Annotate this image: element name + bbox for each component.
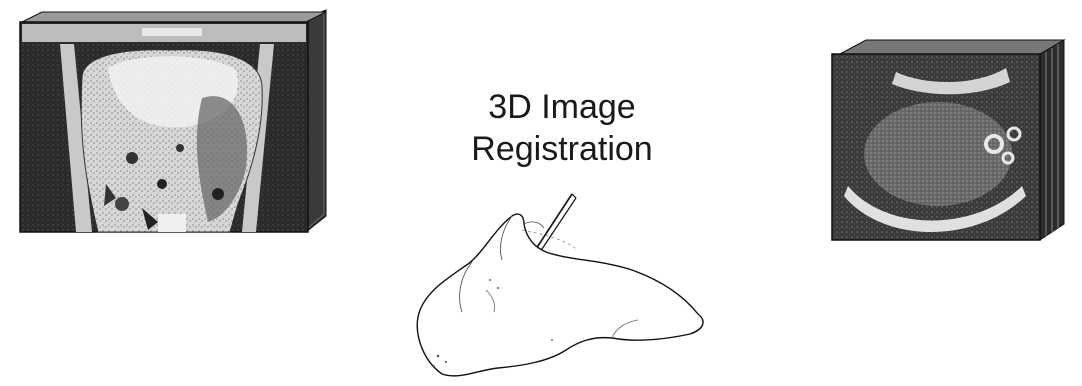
diagram-title: 3D Image Registration	[462, 86, 662, 170]
title-line-2: Registration	[462, 128, 662, 170]
needle-icon	[534, 194, 572, 252]
liver-surface-model	[402, 190, 732, 382]
ultrasound-image-volume	[826, 36, 1070, 242]
title-line-1: 3D Image	[462, 86, 662, 128]
ct-image-volume	[12, 8, 332, 238]
